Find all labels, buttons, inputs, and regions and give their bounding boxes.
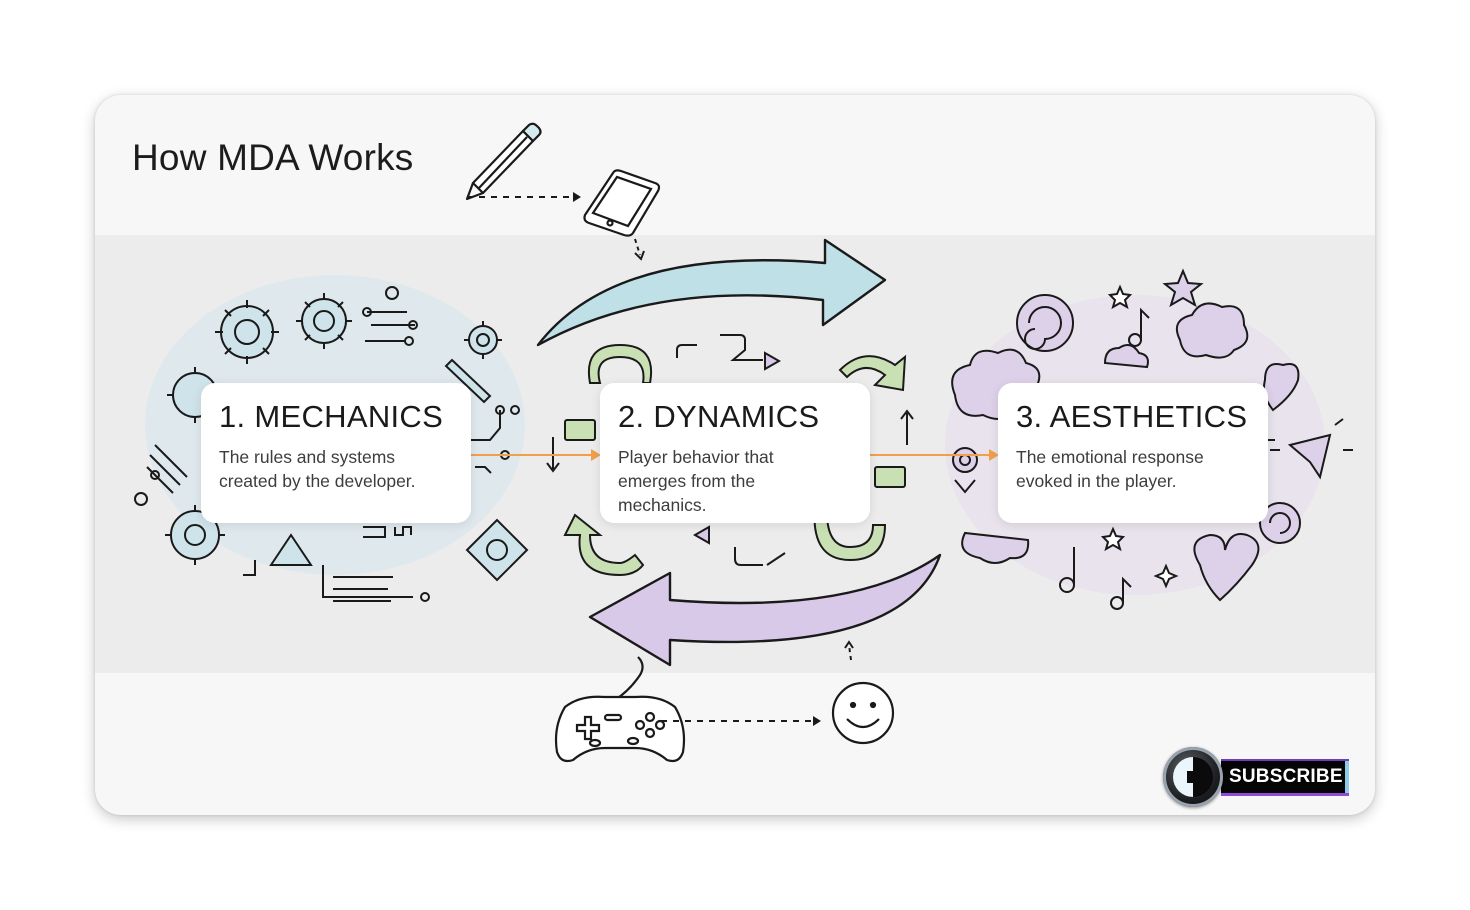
gamepad-icon	[554, 656, 686, 763]
music-note-icon	[1110, 576, 1132, 610]
slide-title: How MDA Works	[132, 137, 414, 178]
dotted-arrow-up-to-bottom-arrow	[848, 644, 852, 661]
dotted-arrow-tablet-down	[634, 238, 641, 256]
pencil-icon	[465, 122, 542, 201]
gear-icon	[296, 293, 352, 349]
cloud-icon	[961, 531, 1030, 564]
connector-mechanics-to-dynamics	[471, 449, 601, 461]
music-note-icon	[1059, 547, 1075, 593]
stage-heading: 3. AESTHETICS	[1016, 399, 1248, 434]
cycle-arrow-icon	[563, 513, 645, 577]
stage-heading: 2. DYNAMICS	[618, 399, 820, 434]
smiley-icon	[831, 681, 895, 745]
channel-logo-icon[interactable]	[1163, 747, 1223, 807]
spiral-icon	[1259, 502, 1301, 544]
tablet-icon	[583, 169, 661, 237]
cycle-arrow-icon	[813, 504, 887, 562]
top-flow-arrow	[536, 238, 887, 347]
star-icon	[1162, 268, 1204, 308]
gear-icon	[464, 321, 502, 359]
connector-dynamics-to-aesthetics	[870, 449, 999, 461]
cloud-icon	[1176, 302, 1249, 359]
cycle-arrow-icon	[838, 354, 907, 392]
cycle-arrow-icon	[587, 343, 653, 384]
heart-icon	[1193, 533, 1260, 602]
gear-icon	[165, 505, 225, 565]
star-icon	[1100, 526, 1126, 552]
subscribe-button[interactable]: SUBSCRIBE	[1163, 747, 1353, 809]
sparkle-icon	[1153, 563, 1179, 589]
bottom-flow-arrow	[588, 553, 942, 667]
music-note-icon	[1128, 307, 1150, 347]
subscribe-label-bar[interactable]: SUBSCRIBE	[1221, 761, 1349, 793]
stage-heading: 1. MECHANICS	[219, 399, 444, 434]
gear-icon	[215, 300, 279, 364]
spiral-icon	[1016, 294, 1074, 352]
dynamics-cluster	[546, 334, 914, 577]
subscribe-label: SUBSCRIBE	[1229, 766, 1343, 787]
slide: How MDA Works 1. MECHANICS The rules and…	[95, 95, 1375, 815]
star-icon	[1107, 284, 1133, 310]
cursor-icon	[1265, 418, 1353, 480]
